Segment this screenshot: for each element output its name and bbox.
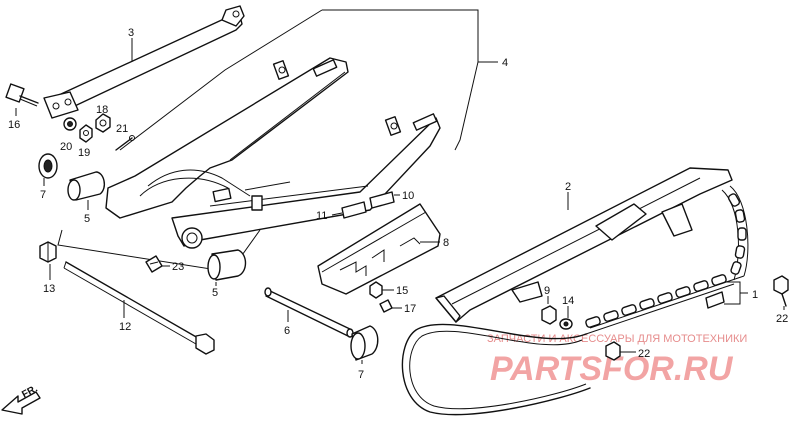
callout-22-right: 22 (776, 313, 788, 325)
chain-slider-part-8 (317, 203, 441, 295)
nut-part-19 (79, 124, 93, 143)
master-link-plate (705, 291, 725, 309)
pad-part-10 (369, 191, 400, 209)
chain-links (585, 193, 747, 328)
callout-15: 15 (396, 285, 408, 297)
callout-13: 13 (43, 283, 55, 295)
callout-18: 18 (96, 104, 108, 116)
bushing-part-5-upper (67, 171, 106, 210)
washer-part-20 (63, 117, 77, 131)
callout-2: 2 (565, 181, 571, 193)
callout-4: 4 (502, 57, 508, 69)
nut-part-15 (369, 281, 394, 299)
swingarm-part-4 (105, 57, 441, 249)
pivot-bolt-part-12 (63, 261, 215, 355)
callout-6: 6 (284, 325, 290, 337)
callout-5-upper: 5 (84, 213, 90, 225)
callout-17: 17 (404, 303, 416, 315)
bolt-part-16 (5, 83, 39, 116)
callout-14: 14 (562, 295, 574, 307)
nut-part-9 (541, 296, 557, 325)
callout-10: 10 (402, 190, 414, 202)
cotter-pin-part-21 (115, 135, 135, 151)
callout-23: 23 (172, 261, 184, 273)
nut-part-18 (95, 113, 111, 133)
callout-5-lower: 5 (212, 287, 218, 299)
callout-7-upper: 7 (40, 189, 46, 201)
watermark-subtitle: ЗАПЧАСТИ И АКСЕССУАРЫ ДЛЯ МОТОТЕХНИКИ (487, 333, 747, 345)
callout-8: 8 (443, 237, 449, 249)
pad-part-11 (331, 201, 367, 219)
torque-rod-part-3 (43, 5, 245, 119)
collar-shaft-part-6 (264, 287, 354, 338)
callout-12: 12 (119, 321, 131, 333)
callout-19: 19 (78, 147, 90, 159)
callout-22-chain: 22 (638, 348, 650, 360)
dust-seal-part-7-lower (350, 325, 379, 364)
bolt-part-22-right (773, 275, 789, 310)
front-direction-arrow: FR. (1, 383, 41, 415)
bushing-part-5-lower (207, 249, 247, 286)
callout-16: 16 (8, 119, 20, 131)
callout-3: 3 (128, 27, 134, 39)
callout-7-lower: 7 (358, 369, 364, 381)
bolt-part-22-chain (605, 341, 636, 361)
callout-11: 11 (316, 210, 327, 222)
chain-case-part-2 (435, 167, 733, 323)
drive-chain-part-1 (401, 185, 749, 416)
callout-1: 1 (752, 289, 758, 301)
callout-9: 9 (544, 285, 550, 297)
nut-part-13 (39, 241, 57, 280)
callout-20: 20 (60, 141, 72, 153)
dust-seal-part-7-upper (38, 153, 58, 186)
clip-part-23 (145, 255, 170, 273)
callout-21: 21 (116, 123, 128, 135)
washer-part-14 (559, 306, 573, 330)
screw-part-17 (379, 299, 402, 313)
assembly-bracket-4 (57, 9, 498, 273)
